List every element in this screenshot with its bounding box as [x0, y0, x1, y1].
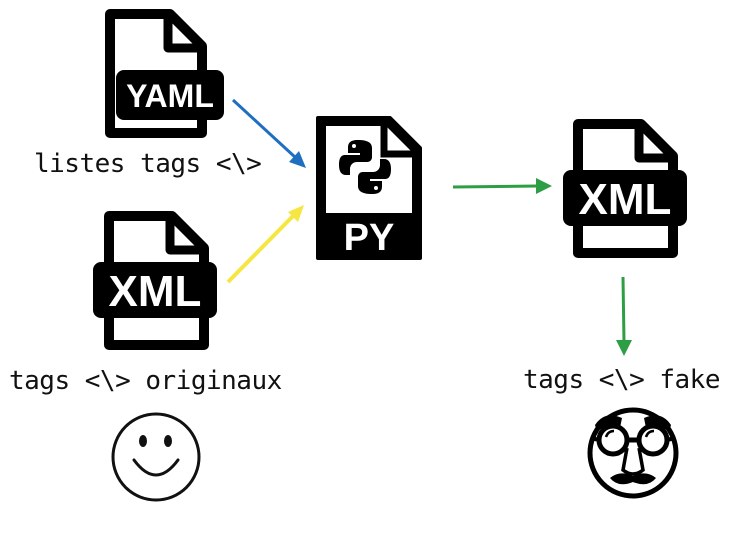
xml-input-file-icon: XML — [93, 211, 217, 350]
xml-output-file-icon: XML — [563, 119, 687, 258]
arrow-python-to-xml-output — [452, 178, 552, 194]
yaml-caption: listes tags <\> — [34, 149, 262, 179]
python-badge-label: PY — [344, 217, 395, 259]
xml-output-caption: tags <\> fake — [523, 365, 721, 395]
arrow-xml-output-to-fake — [616, 276, 632, 356]
disguise-glasses-face-icon — [587, 407, 679, 499]
smiley-face-icon — [111, 412, 201, 502]
yaml-file-icon: YAML — [105, 9, 224, 138]
xml-input-badge-label: XML — [109, 267, 202, 316]
xml-output-badge-label: XML — [579, 175, 672, 224]
python-logo-icon — [339, 140, 391, 194]
xml-input-caption: tags <\> originaux — [9, 366, 282, 396]
arrow-yaml-to-python — [231, 98, 306, 168]
python-file-icon: PY — [316, 116, 422, 260]
arrow-xml-to-python — [226, 205, 304, 284]
yaml-badge-label: YAML — [126, 78, 214, 114]
